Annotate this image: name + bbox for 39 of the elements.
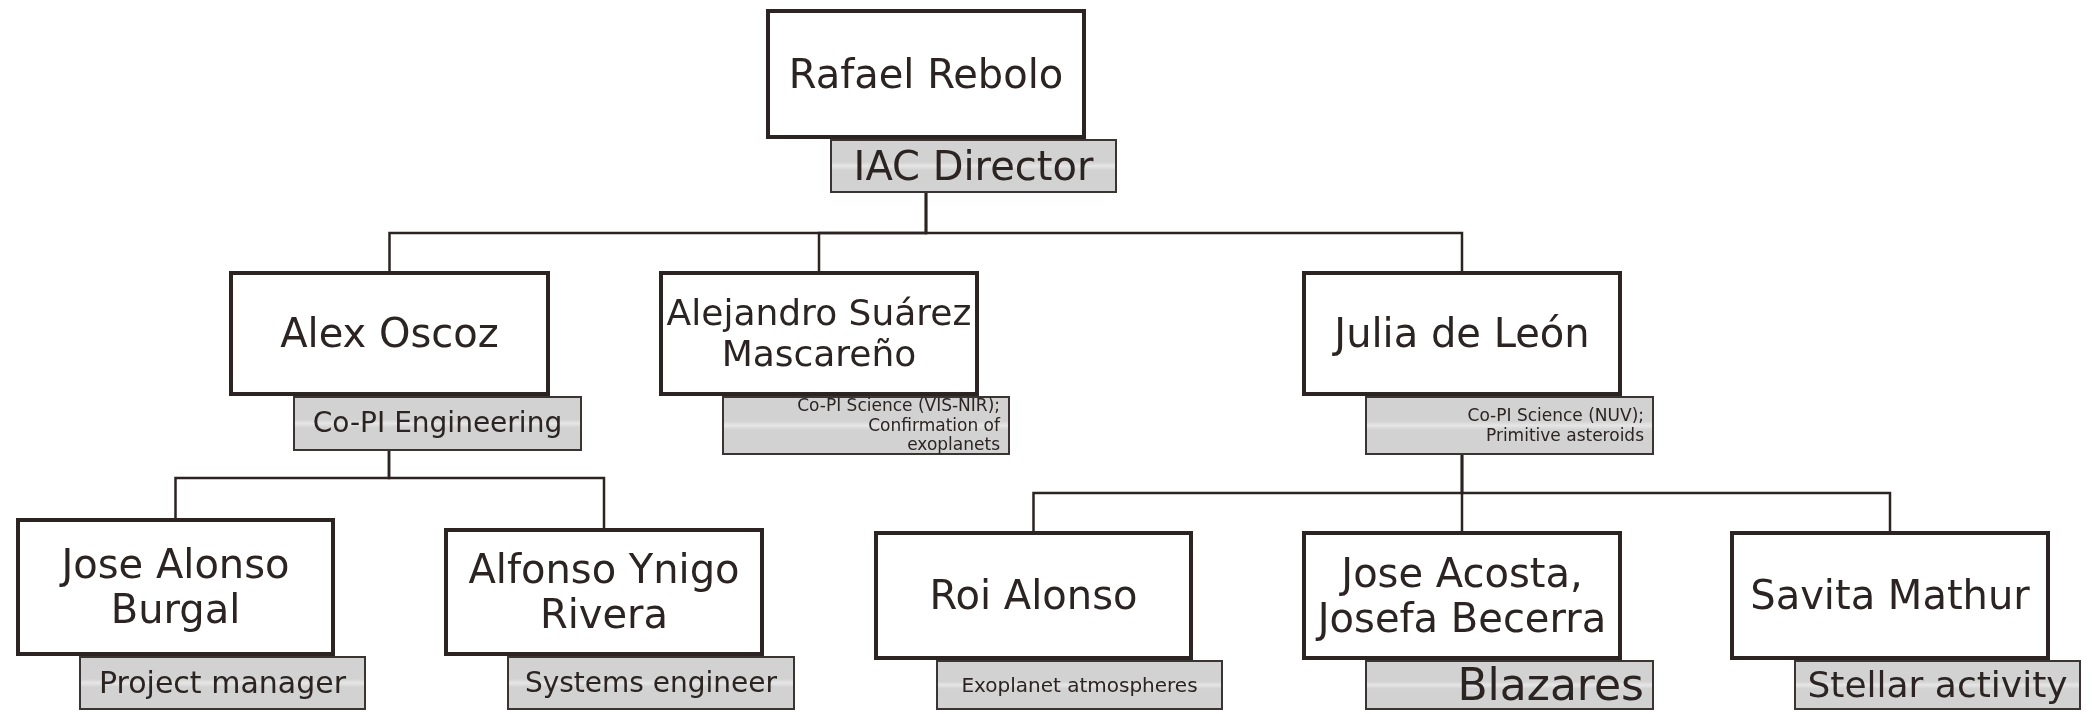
person-box xyxy=(444,528,764,656)
role-tag xyxy=(293,396,582,451)
person-name: Alex Oscoz xyxy=(280,311,499,356)
role-text: IAC Director xyxy=(853,143,1094,189)
role-tag xyxy=(830,139,1117,193)
person-box xyxy=(1730,531,2050,660)
connector-line xyxy=(1460,455,1892,531)
role-tag xyxy=(507,656,795,710)
role-text: Co-PI Engineering xyxy=(312,407,563,440)
person-name: Jose Acosta, Josefa Becerra xyxy=(1314,550,1608,641)
person-name: Alejandro Suárez Mascareño xyxy=(665,293,973,374)
role-text: Co-PI Science (NUV); Primitive asteroids xyxy=(1466,405,1644,446)
role-text: Blazares xyxy=(1457,659,1644,711)
connector-line xyxy=(924,193,1464,271)
role-tag xyxy=(1794,660,2081,710)
person-box xyxy=(766,9,1086,139)
role-tag xyxy=(1365,660,1654,710)
role-text: Stellar activity xyxy=(1807,664,2068,706)
person-name: Julia de León xyxy=(1334,311,1590,356)
person-box xyxy=(16,518,335,656)
person-name: Savita Mathur xyxy=(1750,573,2030,618)
person-name: Rafael Rebolo xyxy=(788,51,1064,97)
connector-line xyxy=(387,451,606,528)
person-box xyxy=(229,271,550,396)
person-box xyxy=(1302,271,1622,396)
role-tag xyxy=(79,656,366,710)
person-name: Alfonso Ynigo Rivera xyxy=(467,547,741,637)
role-text: Exoplanet atmospheres xyxy=(961,673,1198,697)
person-box xyxy=(659,271,979,396)
role-tag xyxy=(936,660,1223,710)
person-box xyxy=(874,531,1193,660)
role-text: Co-PI Science (VIS-NIR); Confirmation of exoplanets xyxy=(796,396,1000,455)
role-tag xyxy=(1365,396,1654,455)
role-text: Systems engineer xyxy=(524,666,778,700)
person-box xyxy=(1302,531,1622,660)
person-name: Jose Alonso Burgal xyxy=(58,542,291,632)
role-tag xyxy=(722,396,1010,455)
role-text: Project manager xyxy=(99,665,346,701)
person-name: Roi Alonso xyxy=(929,573,1138,618)
